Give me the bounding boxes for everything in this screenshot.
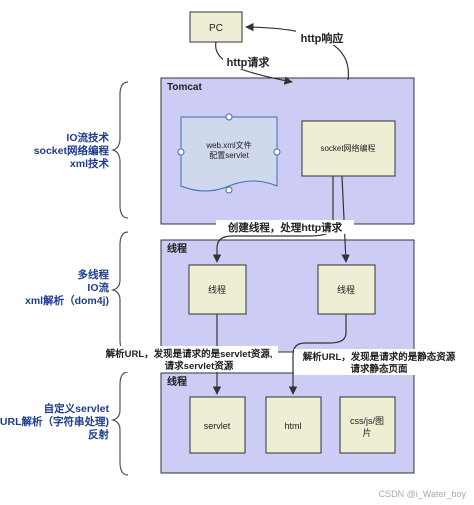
left-brace-3 — [110, 371, 129, 476]
servlet-box — [189, 396, 246, 454]
socket-to-thread-b-arrow — [341, 175, 350, 263]
left-label-reflection: 反射 — [88, 428, 109, 441]
webxml-line2: 配置servlet — [209, 151, 249, 160]
thread-box-a — [188, 264, 247, 315]
css-js-box — [339, 396, 396, 454]
html-label: html — [284, 421, 301, 431]
socket-label: socket网络编程 — [320, 143, 375, 153]
parse-servlet-line2: 请求servlet资源 — [165, 360, 234, 372]
left-label-io: IO流技术 — [66, 131, 109, 144]
servlet-label: servlet — [204, 421, 231, 431]
thread-box-b — [317, 264, 376, 315]
left-label-xmlparse: xml解析（dom4j) — [25, 294, 109, 307]
webxml-line1: web.xml文件 — [205, 140, 251, 150]
pc-label: PC — [209, 23, 223, 34]
left-brace-1 — [110, 81, 129, 219]
parse-static-line2: 请求静态页面 — [350, 363, 408, 375]
css-js-line1: css/js/图 — [350, 416, 384, 426]
resource-panel-title: 线程 — [167, 375, 187, 388]
left-label-xml: xml技术 — [70, 157, 110, 170]
tomcat-title: Tomcat — [167, 82, 202, 93]
left-label-iostream: IO流 — [87, 281, 109, 294]
thread-box-a-label: 线程 — [208, 284, 226, 295]
socket-box — [301, 120, 396, 177]
css-js-line2: 片 — [362, 427, 371, 438]
left-label-multithread: 多线程 — [78, 268, 110, 281]
watermark: CSDN @i_Water_boy — [379, 489, 467, 499]
parse-servlet-line1: 解析URL，发现是请求的是servlet资源, — [106, 348, 273, 360]
webxml-document — [180, 116, 278, 192]
http-request-label: http请求 — [227, 55, 271, 69]
left-label-custom-servlet: 自定义servlet — [44, 402, 110, 415]
pc-box — [189, 11, 243, 43]
thread-panel-title: 线程 — [167, 242, 187, 255]
thread-b-to-html-arrow — [288, 314, 347, 395]
thread-box-b-label: 线程 — [337, 284, 355, 295]
parse-static-line1: 解析URL，发现是请求的是静态资源 — [303, 351, 456, 363]
left-label-socket: socket网络编程 — [34, 144, 110, 157]
html-box — [265, 396, 322, 454]
left-brace-2 — [110, 231, 129, 353]
create-thread-label: 创建线程，处理http请求 — [227, 221, 343, 234]
left-label-url-parse: URL解析（字符串处理) — [0, 415, 109, 428]
http-response-label: http响应 — [301, 31, 344, 45]
